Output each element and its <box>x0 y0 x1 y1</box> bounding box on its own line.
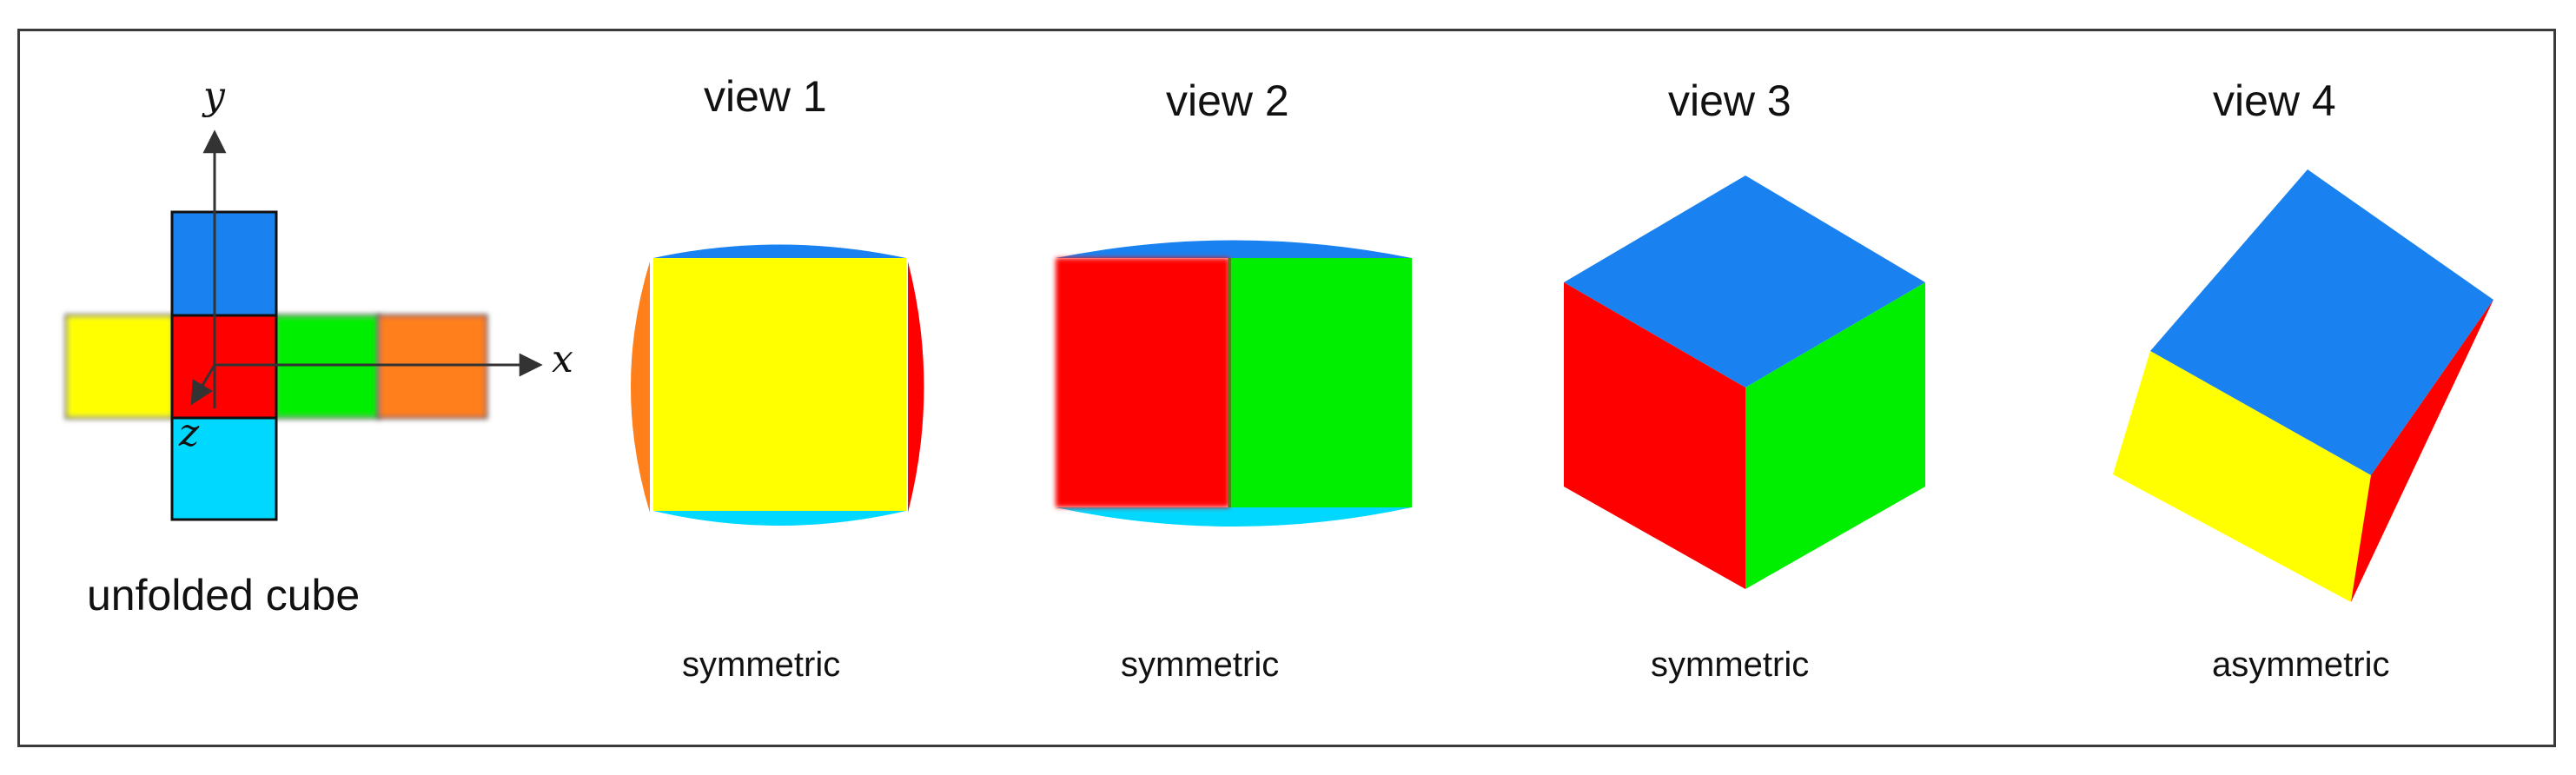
y-axis-label: y <box>202 74 226 118</box>
view-2-left-face <box>1056 258 1229 507</box>
figure-frame <box>17 29 2556 747</box>
face-back <box>377 314 488 420</box>
face-left <box>64 314 175 420</box>
view-3-title: view 3 <box>1668 76 1791 125</box>
view-1-caption: symmetric <box>682 646 840 684</box>
view-1-left-face <box>631 262 650 513</box>
view-3-top-face <box>1564 176 1925 388</box>
x-axis-label: x <box>552 337 573 381</box>
unfolded-caption: unfolded cube <box>87 571 360 619</box>
view-4: view 4 asymmetric <box>2113 76 2493 684</box>
view-3-right-face <box>1745 282 1925 589</box>
view-3: view 3 symmetric <box>1564 76 1925 684</box>
face-front <box>170 314 278 420</box>
view-4-right-face <box>2351 300 2493 602</box>
view-3-caption: symmetric <box>1651 646 1809 684</box>
view-1-right-face <box>908 262 924 513</box>
view-2-top-face <box>1056 240 1412 258</box>
face-top <box>170 210 278 319</box>
view-4-left-face <box>2113 351 2371 602</box>
view-1-front-face <box>653 258 906 511</box>
view-2: view 2 symmetric <box>1056 76 1412 684</box>
view-2-right-face <box>1228 258 1412 507</box>
view-2-title: view 2 <box>1166 76 1289 125</box>
view-1-bottom-face <box>653 511 906 526</box>
view-4-title: view 4 <box>2213 76 2336 125</box>
view-1-title: view 1 <box>704 72 827 121</box>
view-3-left-face <box>1564 282 1745 589</box>
z-axis-arrow <box>190 364 216 406</box>
view-1-top-face <box>653 244 906 258</box>
view-2-bottom-face <box>1056 507 1412 527</box>
view-2-caption: symmetric <box>1121 646 1279 684</box>
face-right <box>273 314 381 420</box>
view-4-top-face <box>2150 169 2493 475</box>
z-axis-label: z <box>178 411 200 455</box>
unfolded-cube: y x z unfolded cube <box>64 74 573 619</box>
view-1: view 1 symmetric <box>631 72 924 684</box>
view-4-caption: asymmetric <box>2212 646 2389 684</box>
